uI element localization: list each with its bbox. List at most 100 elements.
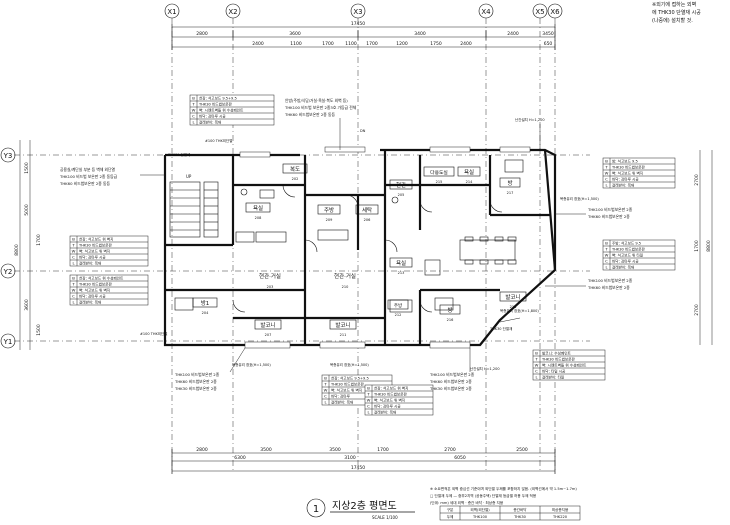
svg-text:THK100: THK100 bbox=[472, 515, 488, 519]
svg-text:2800: 2800 bbox=[196, 447, 208, 453]
room-living2: 현관·거실 210 bbox=[334, 272, 356, 289]
finish-table-text: 바닥: 강마루 시공 bbox=[612, 177, 639, 182]
svg-text:(나중에) 설치할 것.: (나중에) 설치할 것. bbox=[652, 17, 693, 24]
bottom-dimensions: 2800 3500 3500 1700 2700 2500 6300 3100 … bbox=[171, 447, 556, 474]
svg-text:213: 213 bbox=[398, 271, 405, 275]
svg-text:1750: 1750 bbox=[430, 41, 442, 47]
right-mid-note: THK100 비드법보온판 2종 THK60 비드법보온판 2종 bbox=[545, 278, 633, 290]
svg-text:방: 방 bbox=[507, 179, 512, 187]
finish-table-text: 천장: 석고보드 위 수성페인트 bbox=[79, 276, 124, 281]
finish-table-code: L bbox=[367, 410, 370, 415]
finish-table-text: 천장: 석고보드 9.5+9.5 bbox=[199, 96, 237, 101]
finish-table-text: 바닥: 타일 시공 bbox=[542, 369, 566, 374]
finish-table-text: THK30 비드법보온판 bbox=[78, 243, 113, 248]
finish-table-code: B bbox=[605, 159, 608, 164]
finish-table-text: 천장: 석고보드 9.5+9.5 bbox=[331, 376, 369, 381]
svg-text:5000: 5000 bbox=[24, 204, 30, 216]
svg-text:(단위: mm) 세대 외벽 · 층간 바닥 · 최상층 지: (단위: mm) 세대 외벽 · 층간 바닥 · 최상층 지붕 bbox=[430, 500, 504, 505]
svg-text:210: 210 bbox=[342, 285, 349, 289]
finish-table-code: T bbox=[323, 382, 327, 387]
svg-text:212: 212 bbox=[395, 313, 402, 317]
finish-table-code: T bbox=[604, 165, 608, 170]
footnotes: ※ 소요면적은 외벽 중심선 기준이며 외단열 두께를 포함하지 않음. (외벽… bbox=[430, 486, 577, 505]
svg-text:17450: 17450 bbox=[351, 21, 365, 27]
bottom-mid-note: THK100 비드법보온판 2종 THK60 비드법보온판 2종 THK30 비… bbox=[429, 348, 475, 391]
svg-text:※외기에 접하는 외벽: ※외기에 접하는 외벽 bbox=[652, 1, 696, 8]
svg-text:복층유리 창호(H=1,500): 복층유리 창호(H=1,500) bbox=[330, 362, 369, 367]
svg-text:THK60 비드법보온판 2종: THK60 비드법보온판 2종 bbox=[174, 379, 217, 384]
svg-text:207: 207 bbox=[265, 333, 272, 337]
finish-table-code: B bbox=[535, 351, 538, 356]
svg-text:발코니: 발코니 bbox=[260, 321, 275, 329]
finish-table-code: C bbox=[72, 294, 75, 299]
svg-text:복층유리 창호(H=1,800): 복층유리 창호(H=1,800) bbox=[500, 308, 539, 313]
svg-text:THK60 비드법보온판 2종: THK60 비드법보온판 2종 bbox=[587, 214, 630, 219]
finish-table-code: C bbox=[535, 369, 538, 374]
windows bbox=[239, 146, 531, 349]
finish-table-code: B bbox=[324, 376, 327, 381]
finish-table-text: THK30 비드법보온판 bbox=[373, 392, 408, 397]
finish-table-text: 걸레받이: 목재 bbox=[612, 265, 634, 270]
svg-text:구분: 구분 bbox=[447, 507, 454, 512]
drawing-number: 1 bbox=[313, 504, 319, 515]
finish-table-code: W bbox=[535, 363, 539, 368]
svg-text:복층유리 창호(H=1,500): 복층유리 창호(H=1,500) bbox=[560, 196, 599, 201]
svg-text:8800: 8800 bbox=[14, 244, 20, 256]
finish-table-code: W bbox=[605, 253, 609, 258]
doors bbox=[232, 184, 503, 313]
svg-text:2700: 2700 bbox=[694, 174, 700, 186]
grid-bubble-y2: Y2 bbox=[0, 263, 16, 279]
finish-table-code: L bbox=[72, 300, 75, 305]
finish-table-code: T bbox=[604, 247, 608, 252]
finish-table-code: B bbox=[72, 276, 75, 281]
svg-text:3100: 3100 bbox=[344, 455, 356, 461]
svg-text:206: 206 bbox=[364, 218, 371, 222]
svg-text:복층유리 창호(H=1,500): 복층유리 창호(H=1,500) bbox=[232, 362, 271, 367]
finish-table-text: 벽: 시멘트벽돌 위 수성페인트 bbox=[542, 363, 587, 368]
svg-text:THK100 비드법보온판 2종: THK100 비드법보온판 2종 bbox=[587, 278, 633, 283]
svg-text:2400: 2400 bbox=[252, 41, 264, 47]
svg-text:650: 650 bbox=[544, 41, 553, 47]
finish-table-text: 바닥: 강마루 bbox=[331, 394, 351, 399]
svg-text:Y1: Y1 bbox=[3, 338, 13, 346]
svg-text:215: 215 bbox=[436, 180, 443, 184]
svg-text:X5: X5 bbox=[535, 8, 544, 16]
svg-text:#100 THK외단열: #100 THK외단열 bbox=[205, 138, 232, 143]
svg-text:2400: 2400 bbox=[460, 41, 472, 47]
finish-table-text: THK30 비드법보온판 bbox=[541, 357, 576, 362]
finish-table-text: 바닥: 강마루 시공 bbox=[79, 294, 106, 299]
finish-table-code: C bbox=[192, 114, 195, 119]
finish-table-code: L bbox=[324, 400, 327, 405]
svg-text:#100 THK외단열: #100 THK외단열 bbox=[140, 331, 167, 336]
finish-table-text: 천장: 석고보드 위 벽지 bbox=[374, 386, 408, 391]
svg-text:3400: 3400 bbox=[414, 31, 426, 37]
svg-text:발코니: 발코니 bbox=[335, 321, 350, 329]
left-top-note: 공용실/계단실 부분 등 벽체 외단열 THK100 비드법 보온판 2종 동등… bbox=[59, 167, 165, 186]
svg-text:1700: 1700 bbox=[36, 234, 42, 246]
svg-text:THK100 비드법보온판 2종: THK100 비드법보온판 2종 bbox=[587, 207, 633, 212]
grid-bubble-y3: Y3 bbox=[0, 147, 16, 163]
svg-text:주방: 주방 bbox=[324, 206, 334, 214]
svg-text:방: 방 bbox=[447, 306, 452, 314]
finish-table-text: 바닥: 강마루 시공 bbox=[199, 114, 226, 119]
finish-table-code: L bbox=[192, 120, 195, 125]
svg-text:202: 202 bbox=[292, 177, 299, 181]
svg-text:1700: 1700 bbox=[322, 41, 334, 47]
svg-text:218: 218 bbox=[510, 305, 517, 309]
svg-text:204: 204 bbox=[202, 311, 209, 315]
svg-text:현관·거실: 현관·거실 bbox=[334, 272, 356, 280]
svg-text:208: 208 bbox=[255, 216, 262, 220]
svg-text:세탁: 세탁 bbox=[362, 206, 372, 214]
finish-table-text: 바닥: 강마루 시공 bbox=[79, 255, 106, 260]
svg-text:1500: 1500 bbox=[36, 324, 42, 336]
finish-table-text: THK30 비드법보온판 bbox=[611, 247, 646, 252]
svg-text:8800: 8800 bbox=[706, 240, 712, 252]
